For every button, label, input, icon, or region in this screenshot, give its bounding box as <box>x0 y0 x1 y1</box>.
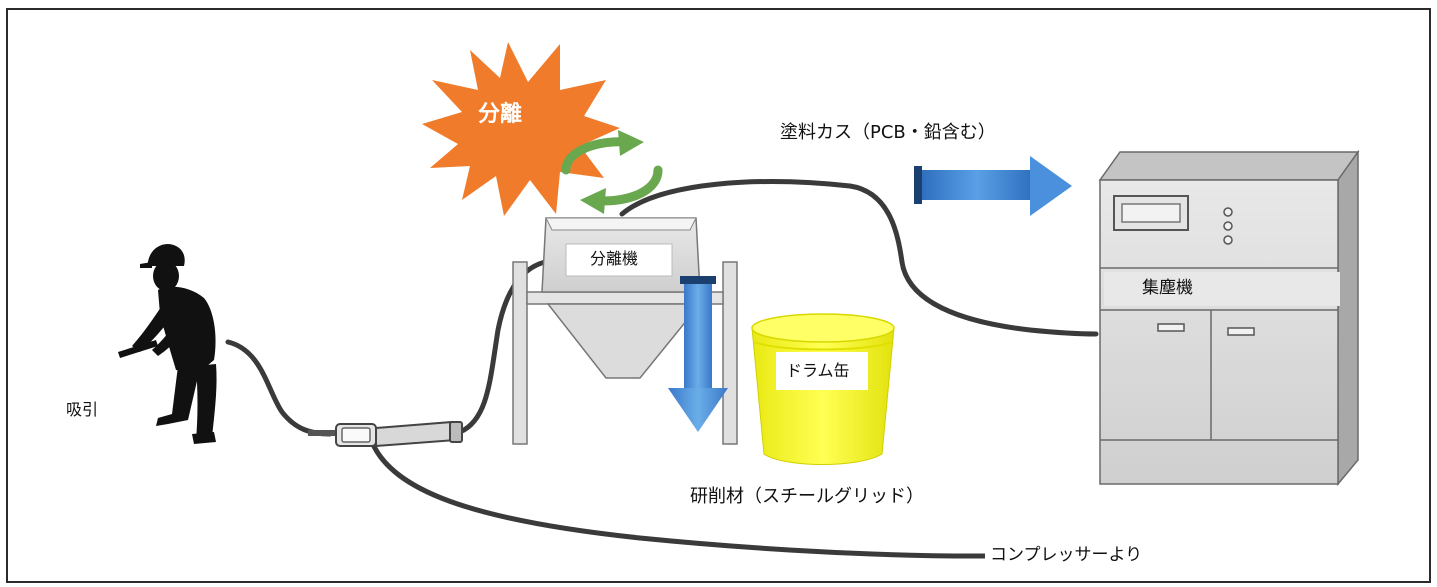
dust-collector-machine <box>1098 149 1360 487</box>
separator-label: 分離機 <box>590 249 639 268</box>
separation-burst-icon <box>422 42 620 216</box>
suction-label: 吸引 <box>66 400 99 419</box>
drum-can <box>751 313 895 465</box>
separator-inlet-hose <box>457 259 548 435</box>
worker-silhouette-icon <box>118 243 217 444</box>
separation-burst-label: 分離 <box>478 102 523 127</box>
suction-hose <box>225 339 333 437</box>
exhaust-hose <box>619 179 1099 337</box>
dust-collector-label: 集塵機 <box>1142 278 1193 298</box>
compressor-label: コンプレッサーより <box>990 545 1143 565</box>
abrasive-flow-arrow <box>668 276 728 432</box>
separator-machine <box>512 217 738 445</box>
paint-waste-label: 塗料カス（PCB・鉛含む） <box>780 122 996 143</box>
recycle-arrows-icon <box>561 130 663 214</box>
ejector-nozzle <box>308 420 463 448</box>
compressor-hose <box>369 439 978 559</box>
drum-label: ドラム缶 <box>786 361 850 380</box>
abrasive-label: 研削材（スチールグリッド） <box>690 486 924 507</box>
paint-waste-flow-arrow <box>914 156 1072 216</box>
